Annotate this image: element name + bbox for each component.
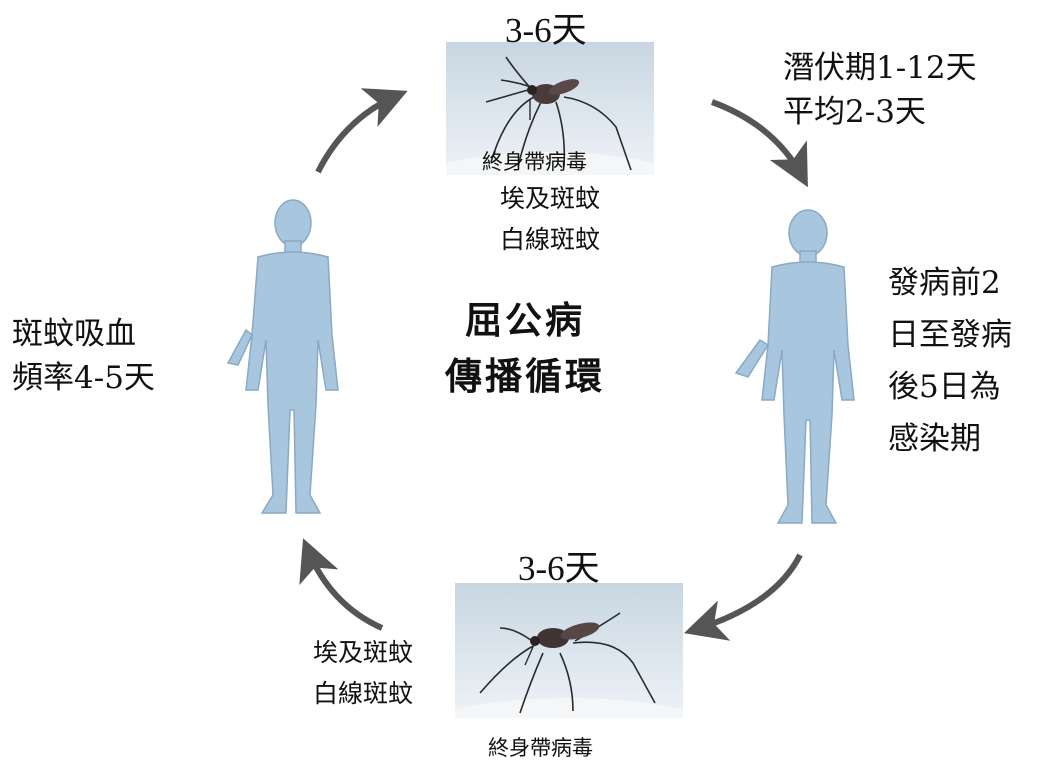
mosquito-icon bbox=[455, 612, 683, 718]
mosquito-photo-top: 終身帶病毒 bbox=[446, 42, 654, 175]
top-days-label: 3-6天 bbox=[505, 11, 587, 50]
human-figure-icon bbox=[226, 199, 339, 514]
bottom-species-labels: 埃及斑蚊 白線斑蚊 bbox=[283, 632, 443, 714]
arrow-bottom-to-left bbox=[299, 538, 384, 631]
arrow-left-to-top bbox=[315, 88, 408, 174]
human-figure-left bbox=[218, 195, 358, 525]
incubation-label: 潛伏期1-12天 平均2-3天 bbox=[783, 50, 977, 130]
infectious-period-label: 發病前2 日至發病 後5日為 感染期 bbox=[888, 265, 1012, 457]
species-albopictus-label: 白線斑蚊 bbox=[499, 225, 600, 254]
human-figure-right bbox=[730, 205, 880, 535]
bottom-days-label: 3-6天 bbox=[518, 549, 600, 588]
page-title: 屈公病 傳播循環 bbox=[445, 298, 605, 398]
mosquito-icon bbox=[446, 56, 654, 175]
species-aegypti-label: 埃及斑蚊 bbox=[312, 638, 413, 667]
top-species-labels: 埃及斑蚊 白線斑蚊 bbox=[470, 178, 630, 260]
species-aegypti-label: 埃及斑蚊 bbox=[499, 184, 600, 213]
bottom-carrier-label: 終身帶病毒 bbox=[488, 736, 593, 760]
arrow-right-to-bottom bbox=[683, 553, 803, 641]
mosquito-photo-bottom bbox=[455, 583, 683, 718]
top-carrier-label: 終身帶病毒 bbox=[482, 150, 587, 174]
bite-frequency-label: 斑蚊吸血 頻率4-5天 bbox=[12, 316, 155, 396]
species-albopictus-label: 白線斑蚊 bbox=[312, 679, 413, 708]
human-figure-icon bbox=[734, 209, 855, 524]
arrow-top-to-right bbox=[710, 99, 808, 188]
